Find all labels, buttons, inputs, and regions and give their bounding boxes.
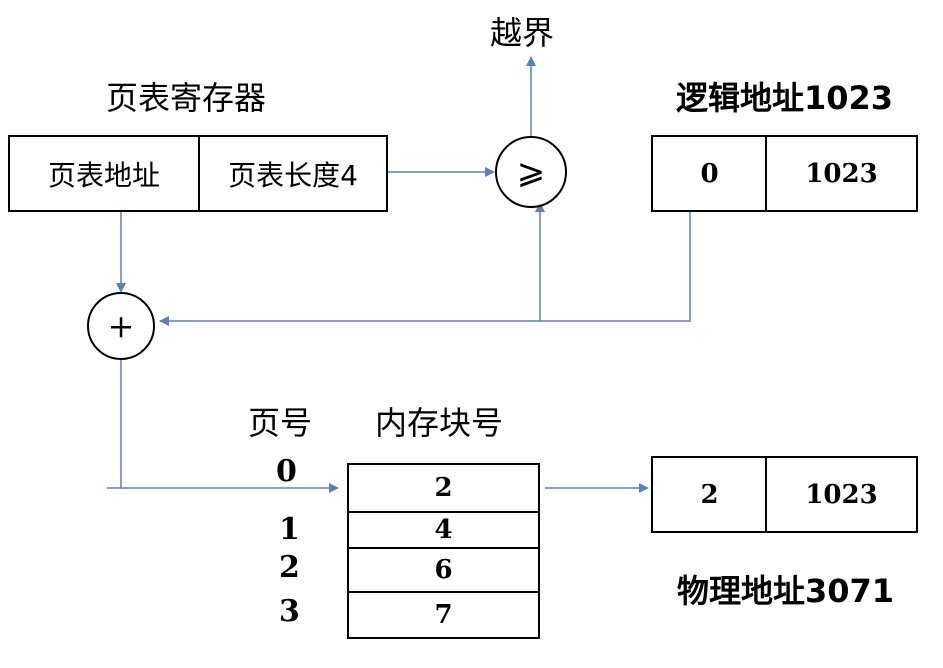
page-table-row-2: 6 bbox=[347, 547, 540, 593]
physical-address-label: 物理地址3071 bbox=[677, 572, 895, 610]
page-table-register-label: 页表寄存器 bbox=[106, 79, 267, 117]
block-value-3: 7 bbox=[434, 600, 453, 630]
block-value-0: 2 bbox=[434, 473, 453, 503]
logical-page-cell: 0 bbox=[651, 135, 768, 212]
page-number-header: 页号 bbox=[248, 404, 313, 442]
logical-page-value: 0 bbox=[700, 158, 719, 189]
logical-address-label: 逻辑地址1023 bbox=[676, 79, 894, 117]
page-table-row-3: 7 bbox=[347, 591, 540, 639]
page-number-2: 2 bbox=[279, 550, 300, 585]
register-table-address-cell: 页表地址 bbox=[8, 135, 200, 212]
physical-block-value: 2 bbox=[700, 479, 719, 510]
block-value-2: 6 bbox=[434, 555, 453, 585]
compare-symbol: ⩾ bbox=[516, 152, 546, 192]
page-table-row-0: 2 bbox=[347, 463, 540, 513]
compare-operator: ⩾ bbox=[495, 136, 567, 208]
overflow-label: 越界 bbox=[490, 14, 555, 52]
page-number-to-adder-arrow bbox=[159, 212, 691, 326]
add-symbol: + bbox=[107, 307, 135, 345]
physical-offset-value: 1023 bbox=[805, 479, 878, 510]
physical-offset-cell: 1023 bbox=[765, 456, 918, 533]
page-number-0: 0 bbox=[276, 454, 297, 489]
register-table-address-text: 页表地址 bbox=[47, 158, 160, 192]
page-number-3: 3 bbox=[279, 594, 300, 629]
page-table-row-1: 4 bbox=[347, 511, 540, 549]
block-number-header: 内存块号 bbox=[375, 404, 504, 442]
block-value-1: 4 bbox=[434, 515, 453, 545]
page-number-1: 1 bbox=[279, 512, 300, 547]
register-table-length-cell: 页表长度4 bbox=[198, 135, 388, 212]
logical-offset-cell: 1023 bbox=[765, 135, 918, 212]
register-table-length-text: 页表长度4 bbox=[228, 158, 358, 192]
add-operator: + bbox=[87, 292, 155, 360]
physical-block-cell: 2 bbox=[651, 456, 768, 533]
logical-offset-value: 1023 bbox=[805, 158, 878, 189]
